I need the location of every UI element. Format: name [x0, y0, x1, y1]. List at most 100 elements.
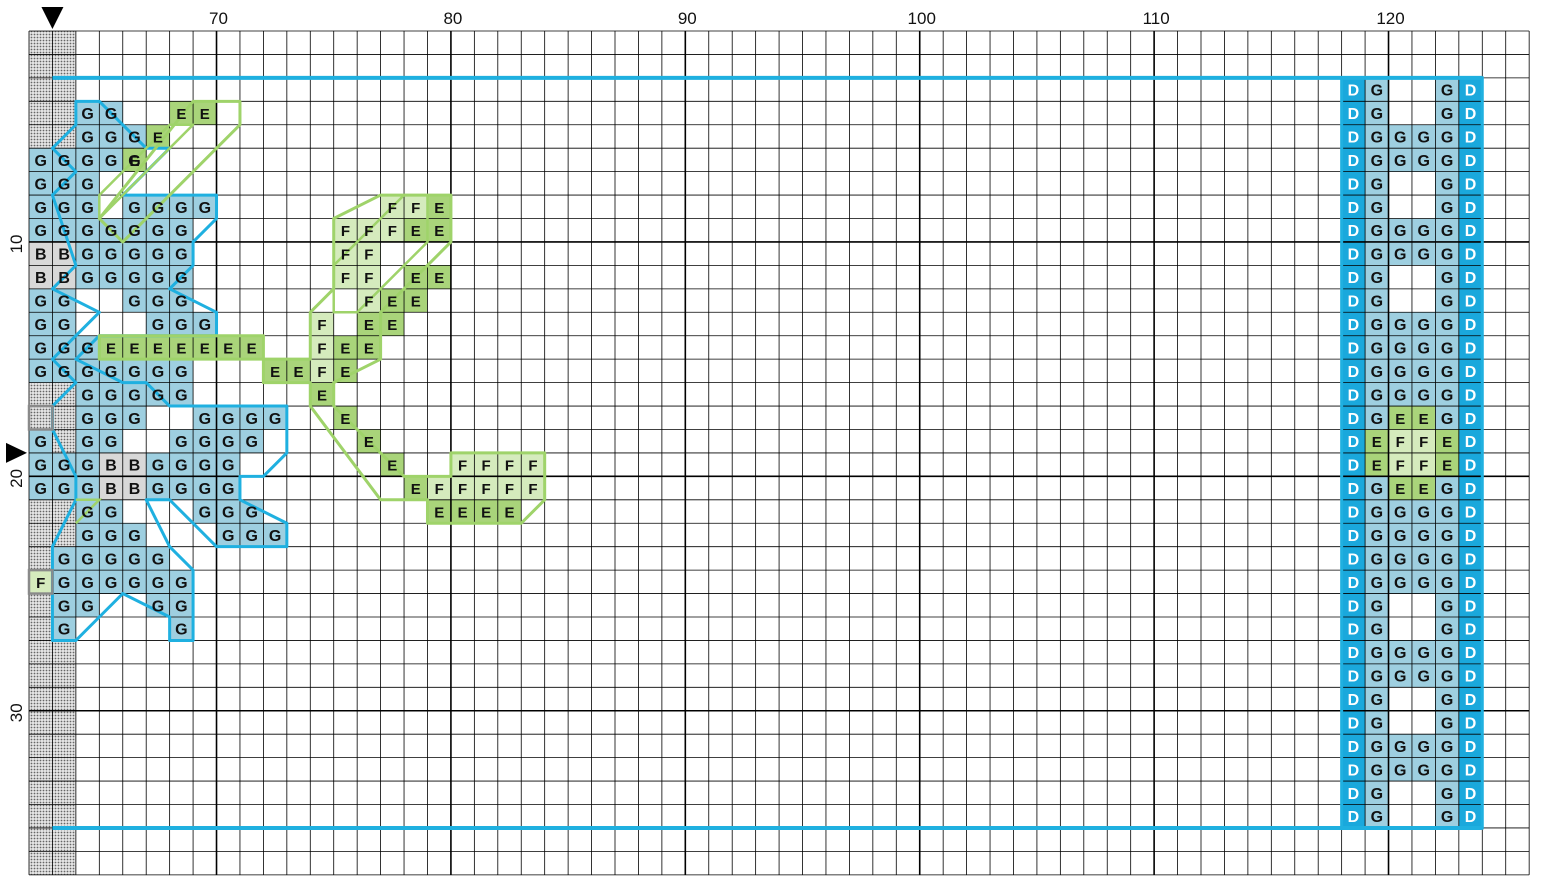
stitch-symbol: D [1465, 129, 1477, 146]
stitch-symbol: G [1441, 129, 1453, 146]
stitch-symbol: G [1441, 645, 1453, 662]
stitch-symbol: G [1371, 715, 1383, 732]
stitch-symbol: G [58, 575, 70, 592]
stitch-symbol: B [58, 247, 70, 264]
stitch-symbol: E [340, 411, 350, 428]
stitch-symbol: G [105, 551, 117, 568]
stitch-symbol: E [411, 294, 421, 311]
stitch-symbol: B [35, 270, 47, 287]
stitch-symbol: G [128, 294, 140, 311]
stitch-symbol: G [152, 458, 164, 475]
stitch-symbol: D [1348, 223, 1360, 240]
stitch-symbol: E [1419, 411, 1429, 428]
stitch-symbol: G [1371, 364, 1383, 381]
column-label: 120 [1376, 9, 1404, 28]
stitch-symbol: G [1441, 387, 1453, 404]
stitch-symbol: E [129, 153, 139, 170]
stitch-symbol: F [341, 223, 350, 240]
stitch-symbol: G [175, 247, 187, 264]
stitch-symbol: E [387, 317, 397, 334]
stitch-symbol: G [34, 294, 46, 311]
stitch-symbol: F [458, 458, 467, 475]
stitch-symbol: E [317, 387, 327, 404]
stitch-symbol: G [58, 622, 70, 639]
stitch-symbol: G [199, 458, 211, 475]
stitch-symbol: G [269, 411, 281, 428]
stitch-symbol: E [1372, 458, 1382, 475]
stitch-symbol: F [1396, 458, 1405, 475]
stitch-symbol: G [1371, 153, 1383, 170]
stitch-symbol: G [1441, 551, 1453, 568]
stitch-symbol: G [1417, 317, 1429, 334]
stitch-symbol: G [175, 387, 187, 404]
stitch-symbol: G [1441, 340, 1453, 357]
stitch-symbol: E [411, 223, 421, 240]
stitch-symbol: G [34, 176, 46, 193]
stitch-symbol: G [128, 551, 140, 568]
stitch-symbol: G [81, 223, 93, 240]
stitch-symbol: G [1441, 528, 1453, 545]
stitch-symbol: G [1371, 739, 1383, 756]
stitch-symbol: G [175, 364, 187, 381]
stitch-symbol: E [153, 129, 163, 146]
stitch-symbol: G [1394, 153, 1406, 170]
stitch-symbol: G [1394, 340, 1406, 357]
stitch-symbol: D [1348, 575, 1360, 592]
stitch-symbol: G [1394, 364, 1406, 381]
row-labels: 102030 [7, 234, 26, 722]
stitch-symbol: E [176, 340, 186, 357]
stitch-symbol: G [1441, 153, 1453, 170]
stitch-symbol: B [105, 458, 117, 475]
stitch-symbol: G [1394, 223, 1406, 240]
stitch-symbol: D [1465, 739, 1477, 756]
stitch-symbol: G [1394, 505, 1406, 522]
stitch-symbol: G [58, 364, 70, 381]
stitch-symbol: E [223, 340, 233, 357]
stitch-symbol: G [199, 481, 211, 498]
stitch-symbol: G [81, 129, 93, 146]
stitch-symbol: E [364, 340, 374, 357]
stitch-symbol: G [1371, 83, 1383, 100]
stitch-symbol: D [1348, 434, 1360, 451]
stitch-symbol: D [1348, 528, 1360, 545]
stitch-symbol: G [128, 270, 140, 287]
stitch-symbol: G [1371, 692, 1383, 709]
stitch-symbol: B [58, 270, 70, 287]
stitch-symbol: G [175, 575, 187, 592]
stitch-symbol: D [1348, 317, 1360, 334]
stitch-symbol: G [1371, 809, 1383, 826]
stitch-symbol: F [317, 340, 326, 357]
stitch-symbol: G [222, 411, 234, 428]
row-label: 30 [7, 703, 26, 722]
stitch-symbol: D [1465, 223, 1477, 240]
stitch-symbol: F [364, 294, 373, 311]
stitch-symbol: G [1371, 176, 1383, 193]
stitch-symbol: G [1417, 387, 1429, 404]
stitch-symbol: D [1465, 669, 1477, 686]
stitch-symbol: D [1465, 434, 1477, 451]
stitch-symbol: G [105, 364, 117, 381]
stitch-symbol: E [1442, 458, 1452, 475]
stitch-symbol: G [81, 458, 93, 475]
stitch-symbol: F [528, 481, 537, 498]
column-label: 70 [209, 9, 228, 28]
stitch-symbol: G [175, 294, 187, 311]
stitch-symbol: G [199, 434, 211, 451]
stitch-symbol: G [1394, 387, 1406, 404]
stitch-symbol: G [1441, 669, 1453, 686]
stitch-symbol: G [1441, 715, 1453, 732]
stitch-symbol: G [1417, 762, 1429, 779]
stitch-symbol: G [1417, 528, 1429, 545]
stitch-symbol: D [1465, 411, 1477, 428]
stitch-symbol: G [1417, 739, 1429, 756]
stitch-symbol: G [222, 458, 234, 475]
stitch-symbol: G [81, 200, 93, 217]
stitch-symbol: G [245, 434, 257, 451]
stitch-symbol: G [1417, 505, 1429, 522]
stitch-symbol: E [129, 340, 139, 357]
stitch-symbol: E [434, 200, 444, 217]
stitch-symbol: G [58, 153, 70, 170]
stitch-symbol: G [1371, 387, 1383, 404]
stitch-symbol: G [128, 411, 140, 428]
stitch-symbol: G [199, 317, 211, 334]
